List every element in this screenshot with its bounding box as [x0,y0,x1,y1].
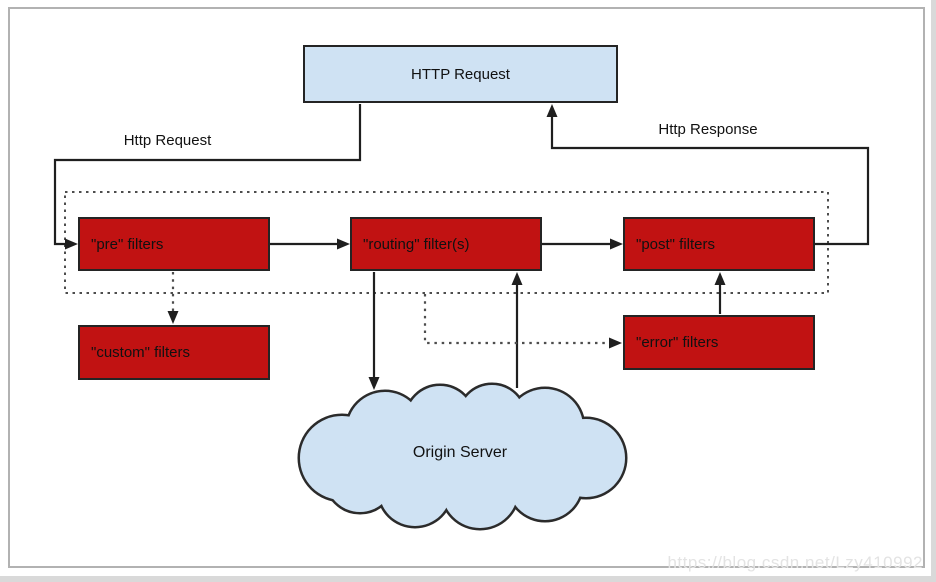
csdn-watermark: https://blog.csdn.net/Lzy410992 [667,553,923,572]
pre-to-custom-dotted-arrow [167,272,179,324]
routing-filters-box: "routing" filter(s) [350,217,542,271]
pre-filters-label: "pre" filters [91,235,164,253]
page-edge-bottom [0,576,936,582]
origin-server-cloud [297,382,628,531]
error-filters-box: "error" filters [623,315,815,370]
post-filters-label: "post" filters [636,235,716,253]
error-filters-label: "error" filters [636,334,719,351]
post-filters-box: "post" filters [623,217,815,271]
http-response-edge-label: Http Response [658,121,758,138]
origin-to-routing-arrow [511,272,523,388]
custom-filters-label: "custom" filters [91,344,191,361]
http-request-box: HTTP Request [303,45,618,103]
pre-filters-box: "pre" filters [78,217,270,271]
error-to-post-arrow [714,272,726,314]
routing-filters-label: "routing" filter(s) [363,235,470,253]
page-edge-right [931,0,936,582]
chain-to-error-dotted-arrow [423,294,622,349]
custom-filters-box: "custom" filters [78,325,270,380]
http-request-box-label: HTTP Request [411,65,510,83]
routing-to-post-arrow [542,238,623,250]
http-request-path [53,104,362,250]
filter-chain-dotted-container [64,191,829,294]
http-response-path [546,104,870,246]
http-request-edge-label: Http Request [123,132,212,149]
pre-to-routing-arrow [270,238,350,250]
origin-server-label: Origin Server [412,444,508,461]
routing-to-origin-arrow [368,272,380,390]
